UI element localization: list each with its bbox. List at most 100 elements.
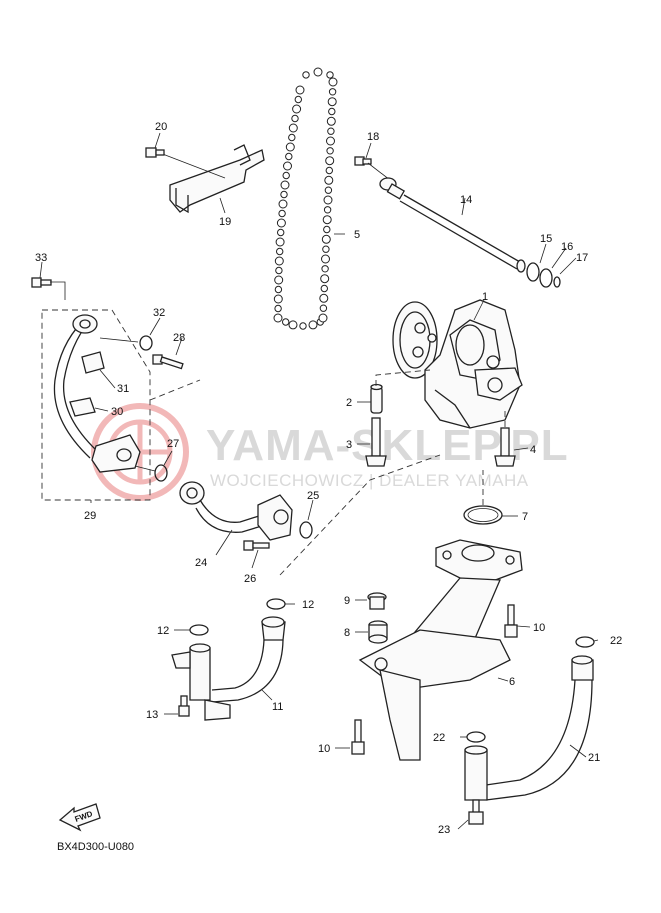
callout-24: 24 bbox=[195, 557, 207, 569]
o-ring-16 bbox=[539, 268, 553, 288]
callout-17: 17 bbox=[576, 252, 588, 264]
chain-link bbox=[328, 77, 338, 87]
chain-link bbox=[282, 171, 290, 180]
bolt-9 bbox=[367, 592, 387, 610]
chain-link bbox=[322, 245, 330, 253]
timing-chain-5 bbox=[273, 67, 338, 330]
callout-29: 29 bbox=[84, 510, 96, 522]
o-ring-32 bbox=[139, 335, 153, 351]
callout-11: 11 bbox=[272, 701, 283, 713]
chain-link bbox=[308, 320, 318, 330]
callout-20: 20 bbox=[155, 121, 167, 133]
bolt-10 bbox=[504, 604, 518, 638]
o-ring-15 bbox=[526, 262, 540, 282]
chain-link bbox=[295, 85, 305, 95]
callout-14: 14 bbox=[460, 194, 472, 206]
chain-link bbox=[275, 237, 285, 247]
chain-link bbox=[278, 199, 288, 209]
chain-link bbox=[278, 209, 286, 218]
oil-strainer-6 bbox=[358, 539, 523, 761]
chain-link bbox=[274, 304, 282, 313]
chain-link bbox=[323, 225, 331, 234]
bolt-3 bbox=[365, 417, 387, 467]
grommet-8 bbox=[368, 620, 388, 644]
bolt-18 bbox=[354, 156, 372, 166]
chain-link bbox=[328, 88, 337, 96]
chain-link bbox=[328, 107, 336, 116]
callout-32: 32 bbox=[153, 307, 165, 319]
chain-link bbox=[276, 218, 286, 228]
chain-link bbox=[319, 304, 328, 312]
o-ring-25 bbox=[299, 521, 313, 539]
oil-pipe-29 bbox=[53, 314, 141, 473]
oil-pipe-11 bbox=[171, 616, 286, 721]
diagram-code: BX4D300-U080 bbox=[57, 841, 135, 853]
o-ring-22 bbox=[575, 636, 595, 648]
callout-8: 8 bbox=[344, 627, 350, 639]
chain-link bbox=[313, 67, 323, 77]
chain-link bbox=[294, 95, 302, 104]
bolt-10-b bbox=[351, 719, 365, 755]
chain-link bbox=[320, 284, 328, 293]
chain-link bbox=[318, 313, 328, 323]
callouts: 1 2 3 4 5 6 7 8 9 10 10 11 12 12 13 14 1… bbox=[35, 121, 622, 836]
chain-link bbox=[283, 161, 292, 171]
callout-4: 4 bbox=[530, 444, 536, 456]
callout-10: 10 bbox=[533, 622, 545, 634]
callout-10-b: 10 bbox=[318, 743, 330, 755]
callout-30: 30 bbox=[111, 406, 123, 418]
o-ring-12-b bbox=[189, 624, 209, 636]
bolt-20 bbox=[145, 147, 165, 158]
bolt-33 bbox=[31, 277, 52, 288]
chain-link bbox=[324, 175, 334, 185]
chain-link bbox=[326, 71, 334, 79]
callout-26: 26 bbox=[244, 573, 256, 585]
chain-link bbox=[285, 152, 293, 161]
callout-27: 27 bbox=[167, 438, 179, 450]
chain-link bbox=[326, 116, 336, 126]
callout-22-b: 22 bbox=[433, 732, 445, 744]
chain-link bbox=[275, 266, 283, 275]
callout-2: 2 bbox=[346, 397, 352, 409]
callout-6: 6 bbox=[509, 676, 515, 688]
chain-link bbox=[319, 293, 329, 303]
chain-link bbox=[276, 247, 284, 256]
leader-lines bbox=[39, 132, 599, 830]
bolt-23 bbox=[468, 799, 484, 825]
callout-22: 22 bbox=[610, 635, 622, 647]
chain-link bbox=[327, 127, 335, 135]
dowel-pin-2 bbox=[370, 383, 383, 414]
callout-25: 25 bbox=[307, 490, 319, 502]
bolt-13 bbox=[178, 695, 190, 717]
chain-link bbox=[321, 254, 330, 264]
o-ring-27 bbox=[154, 464, 168, 482]
callout-33: 33 bbox=[35, 252, 47, 264]
chain-link bbox=[273, 313, 283, 323]
chain-link bbox=[326, 136, 335, 146]
ring-17 bbox=[553, 276, 561, 288]
chain-link bbox=[274, 275, 284, 285]
chain-link bbox=[291, 114, 299, 123]
chain-link bbox=[325, 166, 333, 175]
callout-16: 16 bbox=[561, 241, 573, 253]
chain-link bbox=[321, 265, 329, 273]
chain-link bbox=[274, 285, 283, 294]
bracket-19 bbox=[145, 144, 265, 214]
callout-12-b: 12 bbox=[157, 625, 169, 637]
watermark-dealer: WOJCIECHOWICZ | DEALER YAMAHA bbox=[210, 471, 529, 490]
chain-link bbox=[274, 256, 284, 266]
chain-link bbox=[302, 71, 310, 79]
chain-link bbox=[285, 142, 295, 152]
chain-link bbox=[326, 147, 334, 155]
fwd-arrow-icon: FWD bbox=[58, 803, 101, 832]
callout-15: 15 bbox=[540, 233, 552, 245]
callout-19: 19 bbox=[219, 216, 231, 228]
chain-link bbox=[327, 97, 337, 107]
oil-pipe-24 bbox=[179, 481, 293, 541]
callout-3: 3 bbox=[346, 439, 352, 451]
chain-link bbox=[280, 180, 290, 190]
chain-link bbox=[280, 190, 288, 199]
chain-link bbox=[320, 274, 330, 284]
callout-18: 18 bbox=[367, 131, 379, 143]
